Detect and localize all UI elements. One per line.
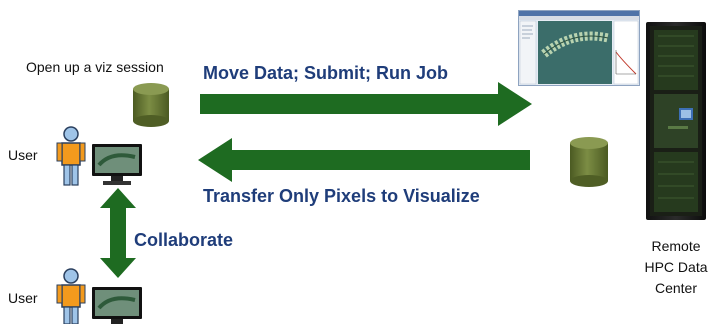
move-data-label: Move Data; Submit; Run Job <box>203 63 449 83</box>
move-data-arrow <box>200 82 532 126</box>
remote-hpc-label: Remote HPC Data Center <box>644 238 708 296</box>
collaborate-arrow <box>98 188 138 278</box>
user-top-label: User <box>8 147 38 163</box>
server-rack-icon <box>646 22 706 220</box>
transfer-pixels-arrow <box>198 138 530 182</box>
user-top-person-icon <box>56 126 86 186</box>
application-window-icon <box>518 10 640 86</box>
right-database-icon <box>568 136 610 188</box>
transfer-pixels-label: Transfer Only Pixels to Visualize <box>203 186 480 206</box>
user-bottom-monitor-icon <box>91 286 143 324</box>
user-bottom-person-icon <box>56 268 86 324</box>
viz-session-label: Open up a viz session <box>26 59 164 75</box>
left-database-icon <box>131 82 171 128</box>
user-top-monitor-icon <box>91 143 143 187</box>
collaborate-label: Collaborate <box>134 230 234 250</box>
user-bottom-label: User <box>8 290 38 306</box>
